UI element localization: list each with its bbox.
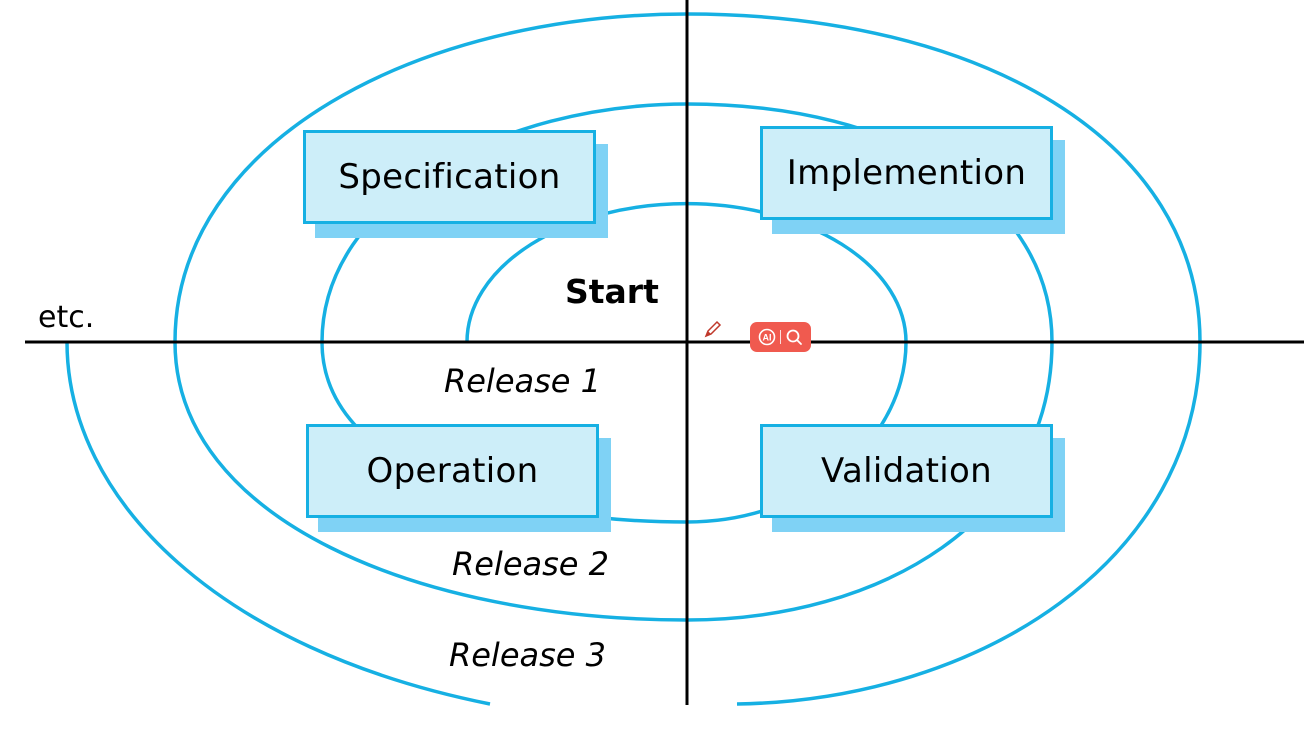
box-face: Specification — [303, 130, 596, 224]
spiral-etc-loop — [65, 341, 491, 706]
implementation-label: Implemention — [786, 153, 1027, 193]
operation-box: Operation — [306, 424, 611, 532]
release-3-label: Release 3 — [449, 636, 606, 674]
validation-label: Validation — [821, 451, 992, 491]
widget-separator — [780, 330, 781, 344]
validation-box: Validation — [760, 424, 1065, 532]
box-face: Validation — [760, 424, 1053, 518]
search-icon[interactable] — [785, 328, 803, 346]
box-face: Operation — [306, 424, 599, 518]
implementation-box: Implemention — [760, 126, 1065, 234]
etc-label: etc. — [38, 300, 95, 335]
specification-box: Specification — [303, 130, 608, 238]
box-face: Implemention — [760, 126, 1053, 220]
specification-label: Specification — [338, 157, 561, 197]
release-2-label: Release 2 — [452, 545, 609, 583]
ai-search-widget[interactable]: AI — [750, 322, 811, 352]
start-label: Start — [565, 272, 659, 311]
operation-label: Operation — [366, 451, 539, 491]
svg-text:AI: AI — [763, 333, 772, 343]
ai-icon[interactable]: AI — [758, 328, 776, 346]
release-1-label: Release 1 — [444, 362, 601, 400]
pen-cursor-icon — [704, 320, 722, 338]
